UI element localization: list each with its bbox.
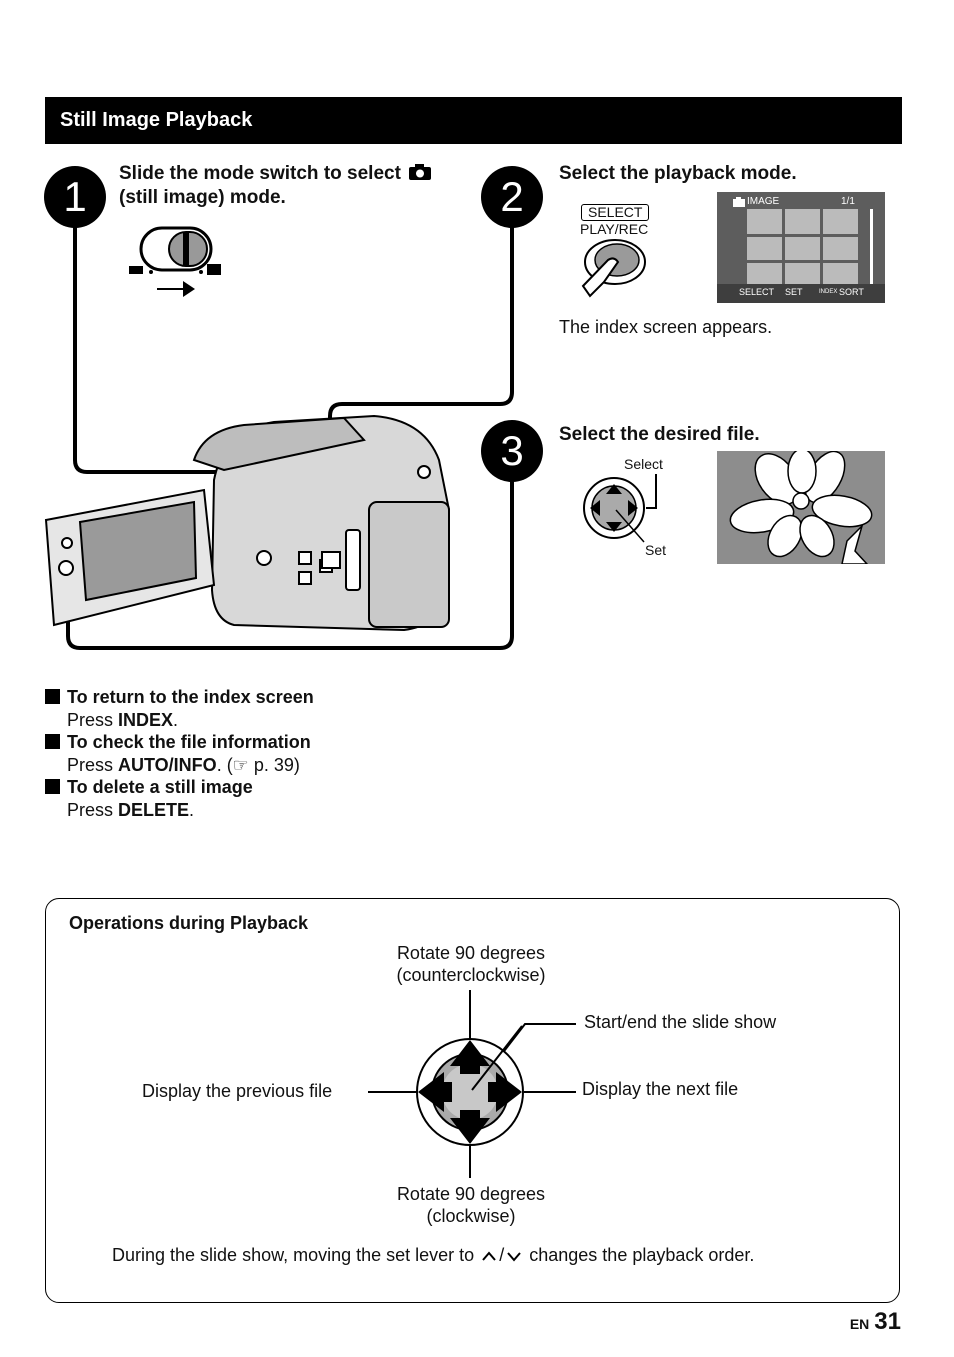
slideshow-order-note: During the slide show, moving the set le… <box>112 1245 755 1265</box>
step-3-number: 3 <box>481 420 543 482</box>
index-sort-label: SORT <box>839 287 864 297</box>
previous-file-label: Display the previous file <box>142 1081 333 1101</box>
camcorder-illustration <box>44 414 451 632</box>
step-3-title: Select the desired file. <box>559 424 760 445</box>
index-select-label: SELECT <box>739 287 775 297</box>
select-label: Select <box>624 456 663 472</box>
rotate-cw-label: Rotate 90 degrees(clockwise) <box>396 1184 546 1226</box>
step-1-number: 1 <box>44 166 106 228</box>
thumbnail-grid <box>747 209 859 285</box>
index-index-label: INDEX <box>819 289 838 295</box>
set-label: Set <box>645 542 667 558</box>
operations-title: Operations during Playback <box>69 913 309 933</box>
scrollbar <box>870 209 873 285</box>
play-rec-label: PLAY/REC <box>580 221 649 237</box>
square-bullet-icon <box>45 689 60 704</box>
chevron-up-icon <box>482 1251 496 1261</box>
square-bullet-icon <box>45 779 60 794</box>
camera-icon <box>409 164 432 180</box>
step-2-title: Select the playback mode. <box>559 163 797 184</box>
select-button-label: SELECT <box>581 204 650 221</box>
index-page-label: 1/1 <box>841 196 855 207</box>
tip-item: To return to the index screen <box>45 686 314 709</box>
tip-item: To delete a still image <box>45 776 314 799</box>
tip-detail: Press INDEX. <box>67 709 179 730</box>
index-screen-note: The index screen appears. <box>559 317 773 337</box>
tip-item: To check the file information <box>45 731 314 754</box>
step-1-title: Slide the mode switch to select (still i… <box>119 162 479 210</box>
language-code: EN <box>849 1316 870 1332</box>
flower-photo <box>717 451 885 564</box>
tips-list: To return to the index screen Press INDE… <box>45 686 314 821</box>
next-file-label: Display the next file <box>582 1079 739 1099</box>
section-header-bar <box>45 97 902 144</box>
operations-box <box>45 898 900 1303</box>
section-title: Still Image Playback <box>60 109 253 131</box>
chevron-down-icon <box>507 1252 521 1262</box>
mode-switch-illustration <box>129 226 221 297</box>
tip-detail: Press DELETE. <box>67 799 195 820</box>
step-2-number: 2 <box>481 166 543 228</box>
tip-detail: Press AUTO/INFO. (☞ p. 39) <box>67 754 300 775</box>
rotate-ccw-label: Rotate 90 degrees(counterclockwise) <box>396 943 546 985</box>
select-button-press-illustration <box>581 239 646 298</box>
square-bullet-icon <box>45 734 60 749</box>
camera-icon <box>733 197 745 207</box>
index-set-label: SET <box>785 287 803 297</box>
set-lever-small <box>583 474 657 543</box>
slideshow-label: Start/end the slide show <box>584 1012 777 1032</box>
index-mode-label: IMAGE <box>747 196 780 207</box>
index-screen: IMAGE 1/1 SELECT SET INDEX SORT <box>717 192 885 303</box>
